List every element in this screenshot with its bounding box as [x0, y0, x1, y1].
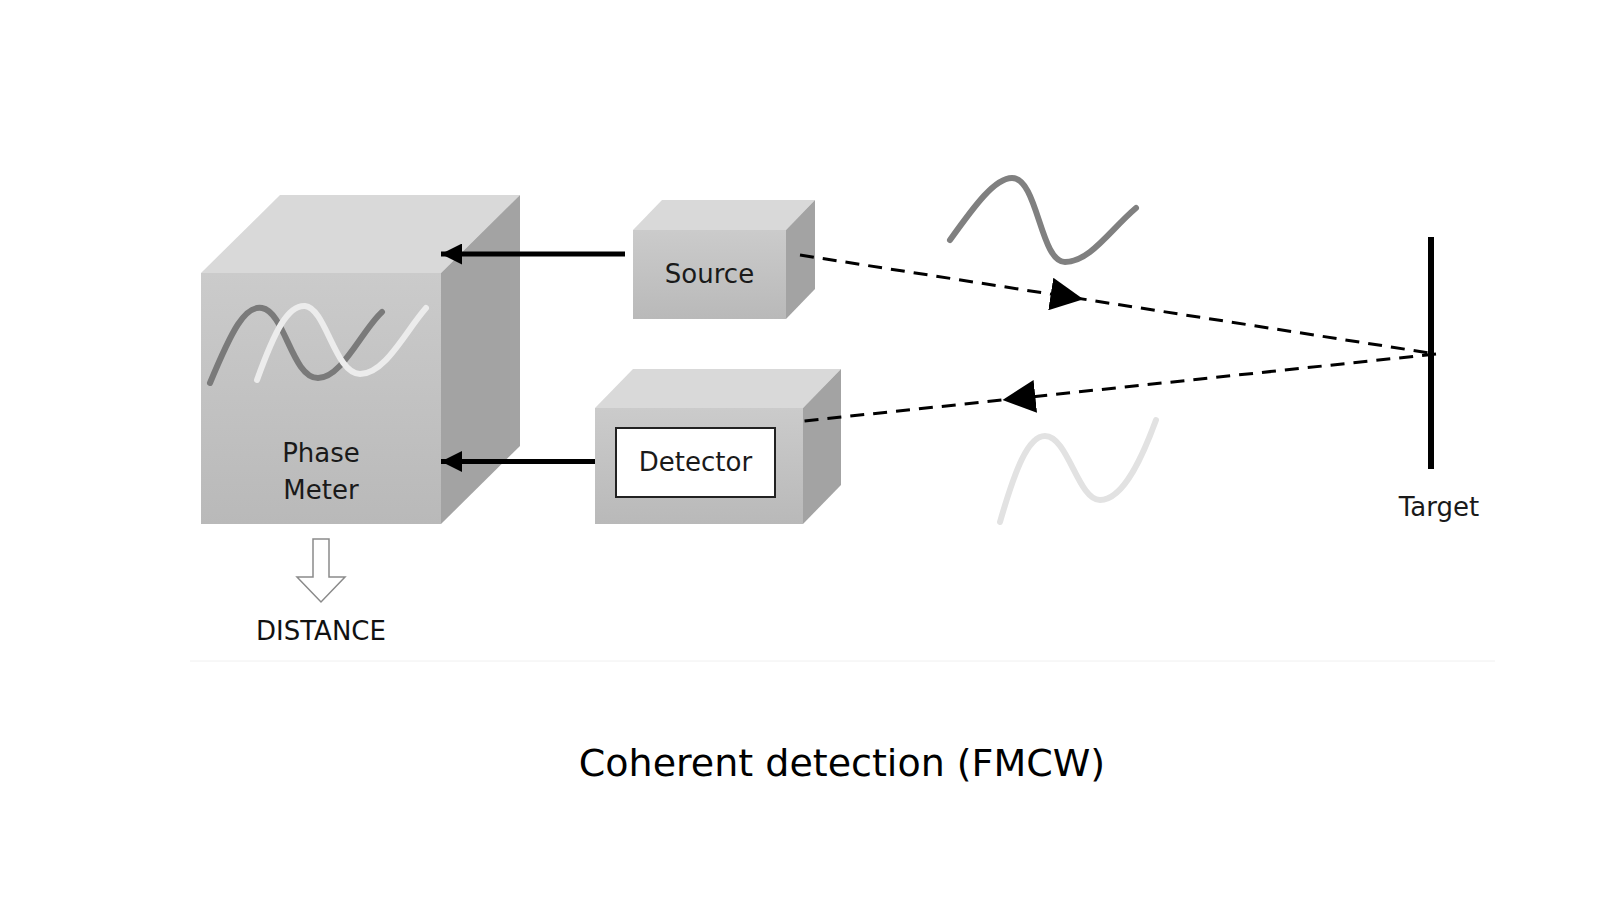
node-label: Phase Meter [251, 435, 391, 510]
target-bar [1428, 237, 1434, 469]
beam-path [800, 255, 1436, 354]
separator-rule [190, 661, 1495, 662]
detector-cube [595, 369, 841, 524]
phase-meter-cube [201, 195, 520, 524]
device-box: Detector [615, 427, 776, 498]
node-label: Source [665, 256, 754, 294]
device-box: Phase Meter [201, 273, 441, 524]
output-label: DISTANCE [256, 616, 386, 646]
caption: Coherent detection (FMCW) [579, 741, 1105, 785]
target-plate: Target [1391, 237, 1487, 527]
return-wave [1000, 420, 1156, 522]
signal-arrow [441, 252, 625, 257]
beam-path [804, 354, 1436, 421]
node-label: Target [1399, 489, 1479, 527]
output-arrow [297, 539, 345, 602]
signal-arrow [441, 459, 595, 464]
node-label: Detector [639, 444, 752, 482]
device-box: Source [633, 230, 786, 319]
source-cube [633, 200, 815, 319]
outgoing-wave [950, 178, 1136, 262]
